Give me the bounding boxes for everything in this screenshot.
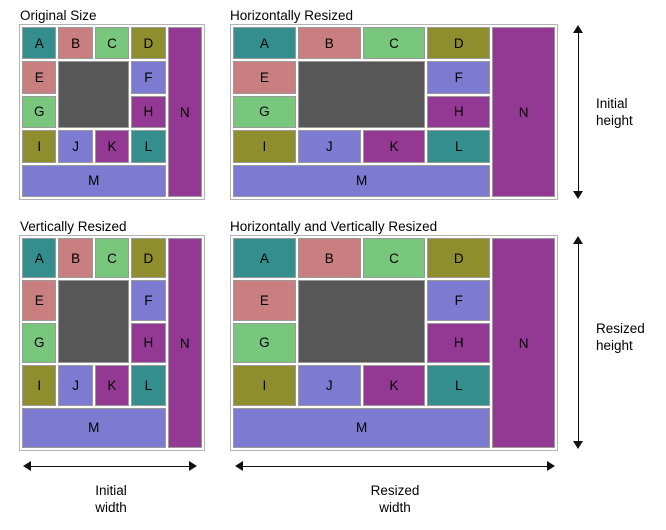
panel-title-horizontally-vertically-resized: Horizontally and Vertically Resized bbox=[230, 219, 438, 234]
center-spacer-block bbox=[297, 61, 426, 129]
cell-n: N bbox=[167, 238, 202, 448]
cell-g: G bbox=[22, 95, 57, 129]
cell-d: D bbox=[131, 238, 166, 279]
cell-a: A bbox=[233, 27, 296, 60]
arrow-shaft bbox=[241, 466, 549, 467]
layout-grid-horizontally-vertically-resized: A B C D N E F G H I J K L M bbox=[230, 235, 558, 451]
arrowhead-up-icon bbox=[573, 236, 583, 244]
cell-j: J bbox=[297, 365, 361, 406]
cell-c: C bbox=[362, 238, 426, 279]
cell-b: B bbox=[58, 27, 93, 60]
cell-m: M bbox=[22, 407, 166, 448]
cell-f: F bbox=[131, 61, 166, 94]
center-spacer-block bbox=[297, 280, 426, 364]
cell-l: L bbox=[427, 130, 491, 163]
layout-grid-horizontally-resized: A B C D N E F G H I J K L M bbox=[230, 24, 558, 200]
cell-n: N bbox=[492, 238, 555, 448]
panel-title-horizontally-resized: Horizontally Resized bbox=[230, 8, 354, 23]
arrowhead-down-icon bbox=[573, 441, 583, 449]
arrowhead-down-icon bbox=[573, 191, 583, 199]
resized-width-label: Resized width bbox=[370, 483, 420, 515]
cell-j: J bbox=[297, 130, 361, 163]
arrow-shaft bbox=[578, 31, 579, 193]
arrowhead-right-icon bbox=[547, 461, 555, 471]
layout-grid-vertically-resized: A B C D N E F G H I J K L M bbox=[19, 235, 205, 451]
cell-h: H bbox=[427, 95, 491, 129]
cell-j: J bbox=[58, 365, 93, 406]
cell-l: L bbox=[131, 365, 166, 406]
cell-k: K bbox=[94, 130, 130, 163]
initial-height-arrow-icon bbox=[573, 25, 584, 199]
cell-k: K bbox=[94, 365, 130, 406]
arrowhead-left-icon bbox=[23, 461, 31, 471]
cell-a: A bbox=[22, 238, 57, 279]
cell-c: C bbox=[94, 238, 130, 279]
cell-e: E bbox=[22, 61, 57, 94]
cell-i: I bbox=[233, 365, 296, 406]
cell-a: A bbox=[233, 238, 296, 279]
cell-e: E bbox=[233, 61, 296, 94]
cell-e: E bbox=[233, 280, 296, 321]
cell-f: F bbox=[131, 280, 166, 321]
arrowhead-right-icon bbox=[189, 461, 197, 471]
cell-h: H bbox=[427, 322, 491, 364]
initial-width-label: Initial width bbox=[95, 483, 127, 515]
cell-h: H bbox=[131, 95, 166, 129]
cell-k: K bbox=[362, 130, 426, 163]
resized-width-arrow-icon bbox=[235, 461, 555, 472]
cell-d: D bbox=[131, 27, 166, 60]
cell-m: M bbox=[233, 407, 491, 448]
panel-title-original: Original Size bbox=[20, 8, 97, 23]
cell-k: K bbox=[362, 365, 426, 406]
cell-n: N bbox=[492, 27, 555, 197]
arrowhead-up-icon bbox=[573, 25, 583, 33]
cell-g: G bbox=[233, 322, 296, 364]
resized-height-arrow-icon bbox=[573, 236, 584, 449]
cell-g: G bbox=[233, 95, 296, 129]
layout-grid-original: A B C D N E F G H I J K L M bbox=[19, 24, 205, 200]
cell-i: I bbox=[22, 130, 57, 163]
initial-width-arrow-icon bbox=[23, 461, 197, 472]
cell-c: C bbox=[94, 27, 130, 60]
cell-i: I bbox=[233, 130, 296, 163]
cell-h: H bbox=[131, 322, 166, 364]
cell-f: F bbox=[427, 61, 491, 94]
cell-j: J bbox=[58, 130, 93, 163]
cell-n: N bbox=[167, 27, 202, 197]
cell-f: F bbox=[427, 280, 491, 321]
resized-height-label: Resized height bbox=[596, 321, 645, 353]
cell-b: B bbox=[297, 27, 361, 60]
cell-b: B bbox=[297, 238, 361, 279]
cell-g: G bbox=[22, 322, 57, 364]
arrow-shaft bbox=[29, 466, 191, 467]
cell-d: D bbox=[427, 27, 491, 60]
arrowhead-left-icon bbox=[235, 461, 243, 471]
cell-d: D bbox=[427, 238, 491, 279]
cell-l: L bbox=[427, 365, 491, 406]
cell-e: E bbox=[22, 280, 57, 321]
cell-l: L bbox=[131, 130, 166, 163]
center-spacer-block bbox=[58, 61, 130, 129]
initial-height-label: Initial height bbox=[596, 96, 633, 128]
arrow-shaft bbox=[578, 242, 579, 443]
center-spacer-block bbox=[58, 280, 130, 364]
panel-title-vertically-resized: Vertically Resized bbox=[20, 219, 127, 234]
cell-i: I bbox=[22, 365, 57, 406]
cell-a: A bbox=[22, 27, 57, 60]
cell-c: C bbox=[362, 27, 426, 60]
cell-m: M bbox=[233, 164, 491, 197]
cell-b: B bbox=[58, 238, 93, 279]
cell-m: M bbox=[22, 164, 166, 197]
